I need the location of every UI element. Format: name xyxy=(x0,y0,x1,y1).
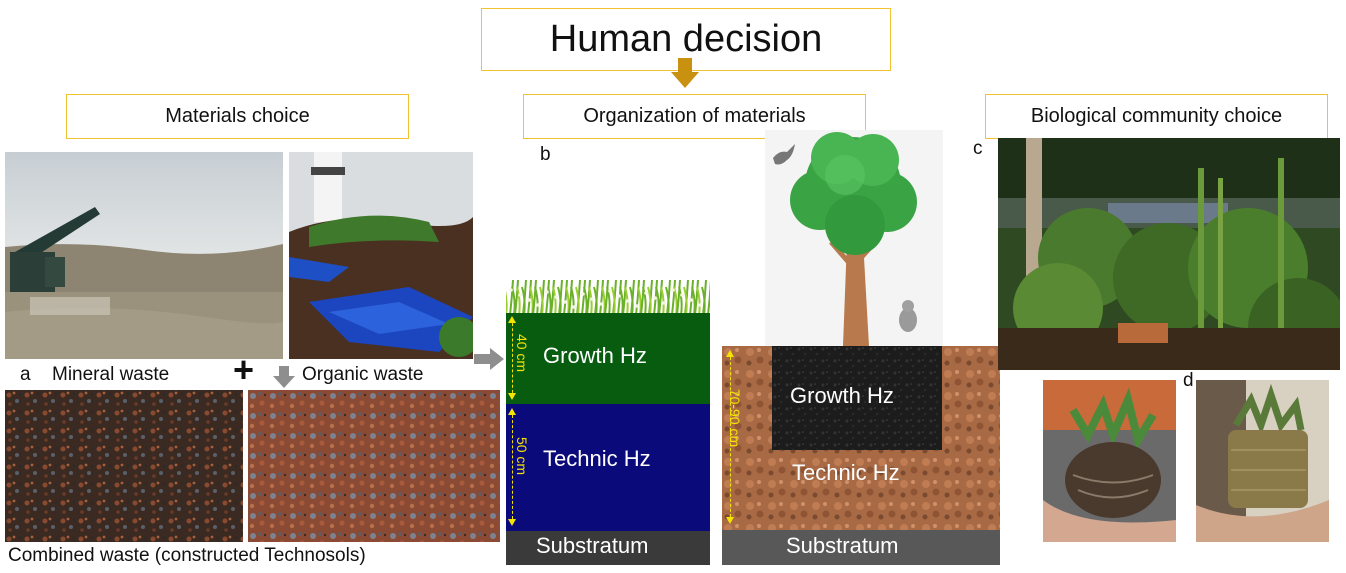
grass-image xyxy=(506,270,710,315)
materials-choice-box: Materials choice xyxy=(66,94,409,139)
technic-horizon-label: Technic Hz xyxy=(543,446,651,471)
right-arrow-icon xyxy=(474,348,504,370)
panel-letter-a: a xyxy=(20,364,31,385)
mineral-waste-photo xyxy=(5,152,283,359)
mineral-waste-label: Mineral waste xyxy=(52,364,170,385)
substratum-layer-tree xyxy=(722,530,1000,565)
materials-choice-label: Materials choice xyxy=(165,105,310,127)
combined-waste-photo-left xyxy=(5,390,243,542)
biological-choice-box: Biological community choice xyxy=(985,94,1328,139)
growth-depth-arrow xyxy=(508,316,516,400)
tree-depth-arrow xyxy=(726,350,734,524)
biological-choice-label: Biological community choice xyxy=(1030,105,1283,127)
substratum-layer xyxy=(506,531,710,565)
down-arrow-icon xyxy=(273,366,295,388)
garden-photo xyxy=(998,138,1340,370)
technic-depth-label: 50 cm xyxy=(514,436,531,476)
organic-waste-photo xyxy=(289,152,473,359)
plus-sign: + xyxy=(233,349,255,390)
root-ball-photo-left xyxy=(1043,380,1176,542)
substratum-label: Substratum xyxy=(536,533,649,558)
technic-horizon-layer xyxy=(506,404,710,531)
panel-letter-b: b xyxy=(540,144,551,165)
tree-illustration xyxy=(765,130,943,346)
down-arrow-icon xyxy=(671,58,699,88)
panel-letter-d: d xyxy=(1183,370,1194,391)
tree-growth-horizon-label: Growth Hz xyxy=(790,383,894,408)
combined-waste-label: Combined waste (constructed Technosols) xyxy=(8,545,366,566)
growth-depth-label: 40 cm xyxy=(514,333,531,373)
tree-substratum-label: Substratum xyxy=(786,533,899,558)
page-title: Human decision xyxy=(549,18,823,60)
root-ball-photo-right xyxy=(1196,380,1329,542)
combined-waste-photo-right xyxy=(248,390,500,542)
growth-horizon-label: Growth Hz xyxy=(543,343,647,368)
tree-depth-label: 70-90 cm xyxy=(727,388,744,448)
technic-depth-arrow xyxy=(508,408,516,526)
organization-label: Organization of materials xyxy=(583,105,806,127)
tree-technic-horizon-label: Technic Hz xyxy=(792,460,900,485)
panel-letter-c: c xyxy=(973,138,983,159)
organic-waste-label: Organic waste xyxy=(302,364,424,385)
growth-horizon-layer xyxy=(506,313,710,404)
growth-soil-texture xyxy=(772,346,942,450)
